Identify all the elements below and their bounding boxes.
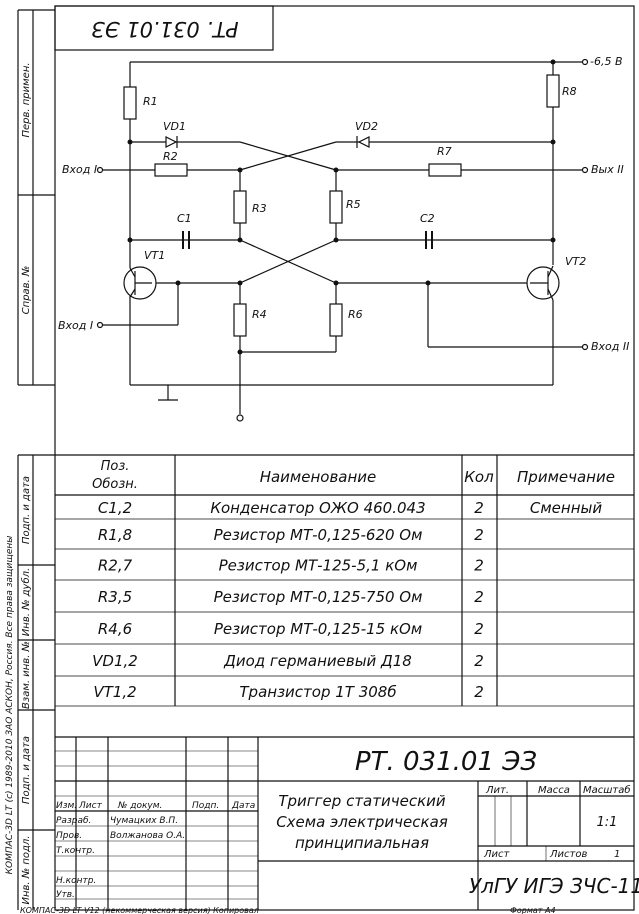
bom-cell-name: Резистор МТ-0,125-620 Ом <box>214 526 423 544</box>
col-doc: № докум. <box>117 801 162 811</box>
role-nkontr: Н.контр. <box>56 876 96 886</box>
bom-cell-name: Транзистор 1Т 308б <box>239 683 396 701</box>
bom-cell-name: Резистор МТ-125-5,1 кОм <box>219 557 418 575</box>
resistor-r8 <box>546 74 560 108</box>
label-sheets: Листов <box>549 849 587 860</box>
bom-table <box>55 454 634 707</box>
label-r3: R3 <box>252 202 267 215</box>
label-c1: C1 <box>177 212 192 225</box>
col-list: Лист <box>78 801 103 811</box>
top-stamp-box <box>54 5 274 51</box>
bom-cell-qty: 2 <box>474 499 484 517</box>
bom-cell-pos: C1,2 <box>98 499 132 517</box>
bom-header-name: Наименование <box>260 468 377 486</box>
sheets-value: 1 <box>614 849 620 860</box>
bom-cell-qty: 2 <box>474 620 484 638</box>
side-label-inv-podl: Инв. № подл. <box>21 836 32 905</box>
bom-cell-note: Сменный <box>530 499 602 517</box>
label-r5: R5 <box>346 198 361 211</box>
label-vd1: VD1 <box>163 120 186 133</box>
role-utv: Утв. <box>56 890 75 900</box>
role-tkontr: Т.контр. <box>56 846 95 856</box>
side-label-podp-data-2: Подп. и дата <box>21 736 32 804</box>
label-masshtab: Масштаб <box>583 784 631 796</box>
role-razrab: Разраб. <box>56 816 91 826</box>
bom-cell-qty: 2 <box>474 588 484 606</box>
side-label-sprav: Справ. № <box>21 266 32 315</box>
resistor-r7 <box>428 163 462 177</box>
side-label-inv-dubl: Инв. № дубл. <box>20 568 32 636</box>
top-stamp-text: РТ. 031.01 ЭЗ <box>91 17 238 41</box>
copyright-text: КОМПАС-3D LT (c) 1989-2010 ЗАО АСКОН, Ро… <box>5 536 15 875</box>
bom-cell-name: Диод германиевый Д18 <box>223 652 412 670</box>
resistor-r3 <box>233 190 247 224</box>
bom-cell-qty: 2 <box>474 526 484 544</box>
footer-right: Формат A4 <box>510 906 556 914</box>
col-podp: Подп. <box>192 801 219 811</box>
bom-cell-pos: R2,7 <box>98 557 133 575</box>
bom-cell-qty: 2 <box>474 683 484 701</box>
bom-cell-pos: VT1,2 <box>93 683 136 701</box>
footer-left: КОМПАС-3D LT V12 (некоммерческая версия)… <box>20 906 259 914</box>
drawing-frame <box>54 5 635 911</box>
title-line-2: Схема электрическая <box>276 813 448 831</box>
bom-cell-pos: R4,6 <box>98 620 132 638</box>
resistor-r6 <box>329 303 343 337</box>
schematic <box>96 58 589 422</box>
supply-label: -6,5 В <box>590 55 623 68</box>
title-line-3: принципиальная <box>295 834 429 852</box>
bom-cell-name: Конденсатор ОЖО 460.043 <box>210 499 425 517</box>
bom-cell-qty: 2 <box>474 557 484 575</box>
bom-header-note: Примечание <box>517 468 615 486</box>
output-2-label: Вых II <box>591 163 624 176</box>
resistor-r5 <box>329 190 343 224</box>
organization: УлГУ ИГЭ ЗЧС-11 <box>469 874 639 898</box>
label-massa: Масса <box>538 785 570 796</box>
col-data: Дата <box>231 801 255 811</box>
label-r4: R4 <box>252 308 267 321</box>
input-1-top-label: Вход I <box>62 163 97 176</box>
label-r6: R6 <box>348 308 363 321</box>
role-prov: Пров. <box>56 831 82 841</box>
resistor-r1 <box>123 86 137 120</box>
label-sheet: Лист <box>483 849 511 860</box>
side-label-perv-primen: Перв. примен. <box>21 62 32 137</box>
prov-name: Волжанова О.А. <box>110 831 185 841</box>
side-label-vzam-inv: Взам. инв. № <box>21 641 32 709</box>
bom-header-designation: Обозн. <box>92 477 138 492</box>
label-r7: R7 <box>437 145 452 158</box>
bom-cell-qty: 2 <box>474 652 484 670</box>
col-izm: Изм. <box>56 801 77 811</box>
razrab-name: Чумацких В.П. <box>110 816 178 826</box>
title-line-1: Триггер статический <box>278 792 446 810</box>
label-lit: Лит. <box>485 785 509 796</box>
designation: РТ. 031.01 ЭЗ <box>355 747 537 777</box>
label-vd2: VD2 <box>355 120 378 133</box>
bom-cell-name: Резистор МТ-0,125-750 Ом <box>214 588 423 606</box>
bom-cell-pos: R1,8 <box>98 526 132 544</box>
input-1-bottom-label: Вход I <box>58 319 93 332</box>
resistor-r2 <box>154 163 188 177</box>
scale-value: 1:1 <box>597 815 618 830</box>
bom-cell-pos: R3,5 <box>98 588 132 606</box>
label-c2: C2 <box>420 212 435 225</box>
resistor-r4 <box>233 303 247 337</box>
bom-cell-pos: VD1,2 <box>92 652 138 670</box>
label-r1: R1 <box>143 95 158 108</box>
label-vt2: VT2 <box>565 255 586 268</box>
input-2-label: Вход II <box>591 340 629 353</box>
title-block <box>55 736 634 910</box>
side-label-podp-data: Подп. и дата <box>21 476 32 544</box>
label-vt1: VT1 <box>144 249 165 262</box>
bom-header-pos: Поз. <box>101 459 130 474</box>
bom-cell-name: Резистор МТ-0,125-15 кОм <box>214 620 422 638</box>
bom-header-qty: Кол <box>464 468 494 486</box>
label-r8: R8 <box>562 85 577 98</box>
label-r2: R2 <box>163 150 178 163</box>
